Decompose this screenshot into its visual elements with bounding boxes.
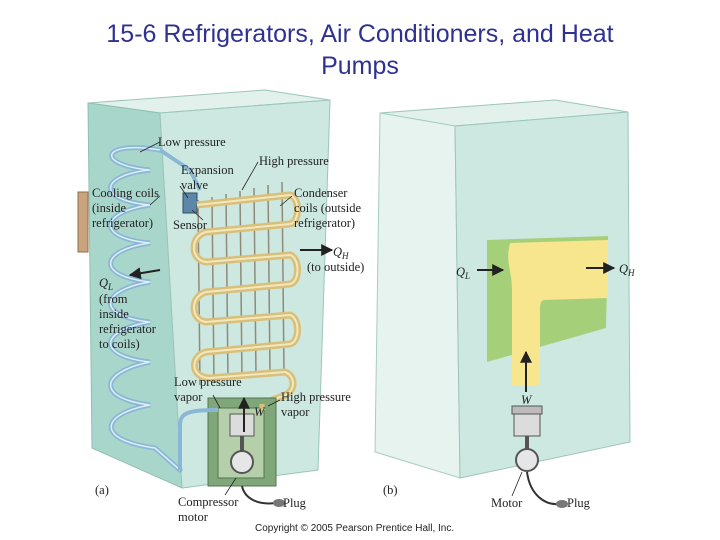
label-lp-vapor-1: Low pressure xyxy=(174,375,242,389)
label-qh-b: QH xyxy=(619,262,635,278)
label-hp-vapor-2: vapor xyxy=(281,405,310,419)
label-ql-note-2: inside xyxy=(99,307,129,321)
compressor-cylinder xyxy=(230,414,254,436)
label-ql-note-3: refrigerator xyxy=(99,322,157,336)
copyright-notice: Copyright © 2005 Pearson Prentice Hall, … xyxy=(255,523,454,534)
label-cooling-coils-1: Cooling coils xyxy=(92,186,159,200)
label-panel-a: (a) xyxy=(95,483,109,497)
plug-cord-b xyxy=(527,472,558,504)
motor-cylinder xyxy=(514,412,540,436)
label-plug-a: Plug xyxy=(283,496,307,510)
door-handle xyxy=(78,192,88,252)
label-qh-a: QH xyxy=(333,245,349,261)
label-compressor-2: motor xyxy=(178,510,209,524)
motor-cap xyxy=(512,406,542,414)
label-ql-note-1: (from xyxy=(99,292,128,306)
label-condenser-2: coils (outside xyxy=(294,201,361,215)
plug-cord-a xyxy=(242,486,275,503)
label-hp-vapor-1: High pressure xyxy=(281,390,351,404)
leader-motor xyxy=(512,472,522,496)
label-lp-vapor-2: vapor xyxy=(174,390,203,404)
panel-b: QL QH W (b) Motor Plug xyxy=(375,100,635,510)
label-panel-b: (b) xyxy=(383,483,398,497)
label-high-pressure: High pressure xyxy=(259,154,329,168)
label-motor: Motor xyxy=(491,496,523,510)
label-low-pressure: Low pressure xyxy=(158,135,226,149)
label-cooling-coils-2: (inside xyxy=(92,201,126,215)
label-condenser-3: refrigerator) xyxy=(294,216,355,230)
compressor-crank xyxy=(231,451,253,473)
cabinet-b-side xyxy=(375,113,460,478)
motor-crank xyxy=(516,449,538,471)
label-sensor: Sensor xyxy=(173,218,208,232)
expansion-valve xyxy=(183,193,197,213)
label-w-b: W xyxy=(521,393,533,407)
label-condenser-1: Condenser xyxy=(294,186,348,200)
label-expansion-valve-2: valve xyxy=(181,178,209,192)
label-ql-note-4: to coils) xyxy=(99,337,140,351)
label-plug-b: Plug xyxy=(567,496,591,510)
label-cooling-coils-3: refrigerator) xyxy=(92,216,153,230)
label-qh-note: (to outside) xyxy=(307,260,364,274)
label-expansion-valve-1: Expansion xyxy=(181,163,235,177)
panel-a: Low pressure High pressure Expansion val… xyxy=(78,90,364,524)
label-compressor-1: Compressor xyxy=(178,495,239,509)
label-w-a: W xyxy=(254,405,266,419)
